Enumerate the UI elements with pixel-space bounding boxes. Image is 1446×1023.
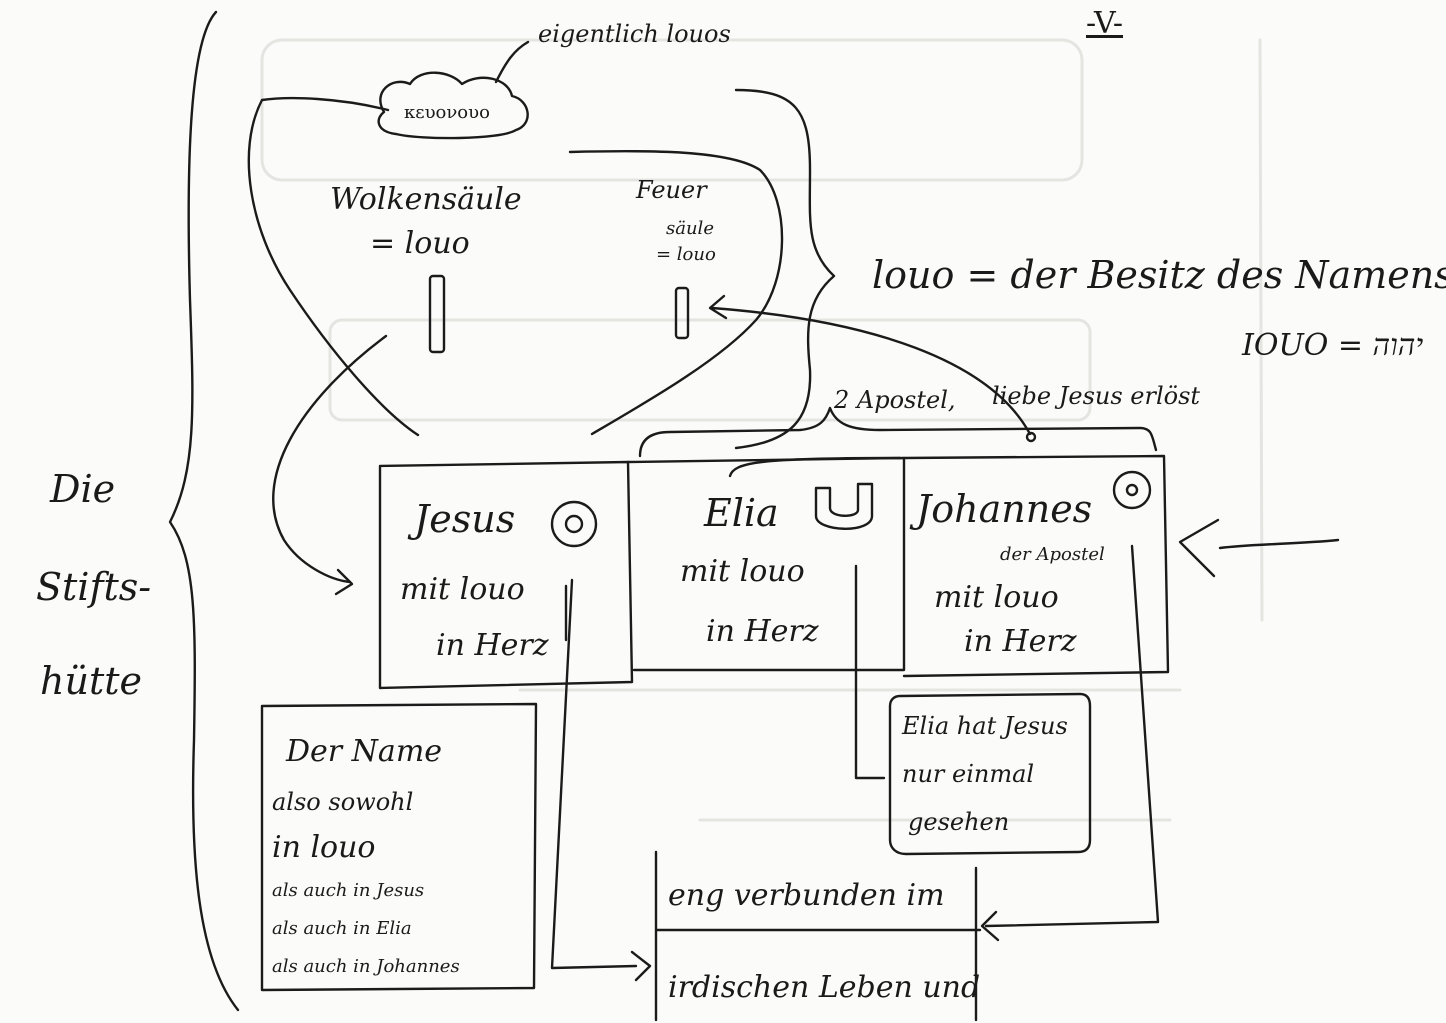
name-box-line-4: als auch in Jesus [272, 880, 425, 901]
arrow-johannes-to-feuersaule [710, 306, 1032, 436]
johannes-line-2: in Herz [964, 624, 1077, 659]
johannes-subtitle: der Apostel [1000, 544, 1105, 565]
jesus-to-bottom-connector [550, 578, 638, 970]
jesus-name: Jesus [414, 497, 516, 541]
jesus-circle [550, 500, 598, 548]
left-brace [168, 10, 240, 1012]
side-label-line-3: hütte [40, 659, 142, 703]
apostle-note: 2 Apostel, [834, 386, 956, 414]
definition-line-2: IOUO = יהוה [1242, 328, 1424, 363]
name-box-line-2: also sowohl [272, 788, 414, 816]
name-box-line-3: in louo [272, 830, 376, 865]
name-box-line-6: als auch in Johannes [272, 956, 460, 977]
pillar-enclosure [247, 96, 784, 437]
side-label-line-1: Die [50, 467, 116, 511]
name-box-line-5: als auch in Elia [272, 918, 412, 939]
wolkensaule-pillar [428, 274, 446, 354]
cloud-tag: κευονουο [404, 102, 490, 123]
apostle-bracket [638, 406, 1158, 458]
elia-line-2: in Herz [706, 614, 819, 649]
elia-name: Elia [704, 491, 779, 535]
definition-line-1: louo = der Besitz des Namens [872, 253, 1446, 297]
elia-u-shape [814, 482, 874, 530]
arrow-wolkensaule-to-jesus [272, 334, 388, 584]
elia-line-1: mit louo [680, 554, 805, 589]
elia-note-line-1: Elia hat Jesus [902, 712, 1068, 740]
bottom-box-line-2: irdischen Leben und [668, 970, 981, 1005]
elia-note-line-2: nur einmal [902, 760, 1035, 788]
cloud-tag-note: eigentlich louos [538, 20, 731, 48]
elia-note-line-3: gesehen [908, 808, 1010, 836]
bottom-box-line-1: eng verbunden im [668, 878, 945, 913]
feuersaule-equation: = louo [656, 244, 716, 265]
jesus-line-2: in Herz [436, 628, 549, 663]
page-marker: -V- [1086, 6, 1124, 41]
wolkensaule-title: Wolkensäule [330, 182, 522, 217]
cloud-tag-pointer [494, 40, 530, 84]
johannes-circle [1112, 470, 1152, 510]
side-label-line-2: Stifts- [36, 565, 152, 609]
beloved-note: liebe Jesus erlöst [992, 382, 1201, 410]
wolkensaule-equation: = louo [370, 226, 470, 261]
elia-to-note-connector [854, 564, 886, 780]
feuersaule-pillar [674, 286, 690, 340]
johannes-name: Johannes [916, 487, 1093, 531]
right-bracket [734, 88, 836, 450]
feuersaule-title-2: säule [666, 218, 714, 239]
feuersaule-title-1: Feuer [636, 176, 707, 204]
name-box-line-1: Der Name [286, 734, 443, 769]
incoming-arrow [1218, 538, 1340, 550]
johannes-line-1: mit louo [934, 580, 1059, 615]
jesus-line-1: mit louo [400, 572, 525, 607]
